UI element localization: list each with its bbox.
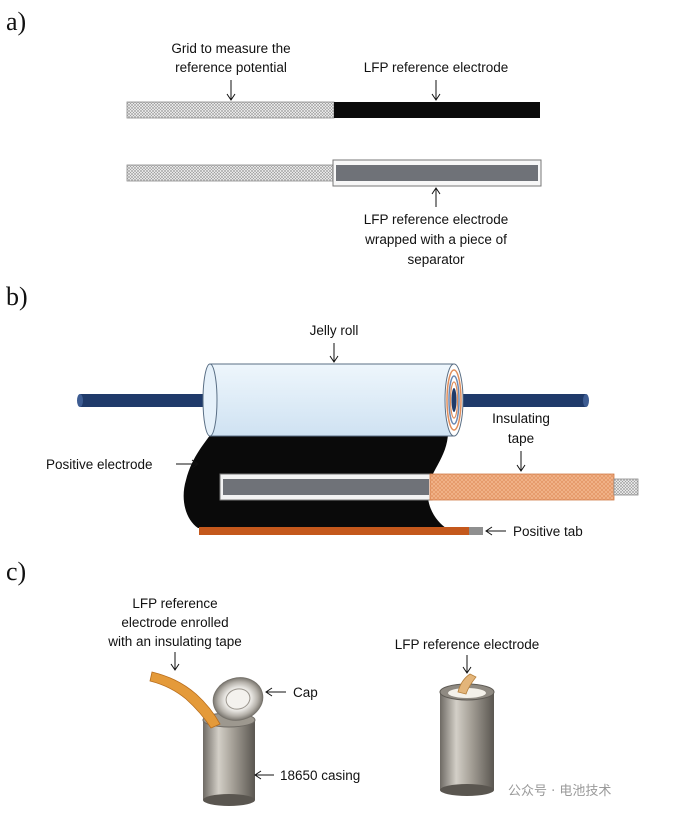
panel-a: a) Grid to measure the reference potenti… <box>6 7 542 267</box>
grid-label-arrow <box>226 80 236 101</box>
positive-tab-end <box>469 527 483 535</box>
wrapped-label-line1: LFP reference electrode <box>364 212 509 227</box>
panel-a-label: a) <box>6 7 26 36</box>
panel-b: b) Jelly roll <box>6 282 639 539</box>
lfp-electrode-label-photo: LFP reference electrode <box>395 637 540 652</box>
lfp-reference-electrode-strip <box>334 102 540 118</box>
casing-label: 18650 casing <box>280 768 360 783</box>
lfp-electrode-label: LFP reference electrode <box>364 60 509 75</box>
reference-grid-tail <box>613 478 639 496</box>
casing-arrow <box>254 770 274 780</box>
wrapped-label-line3: separator <box>407 252 465 267</box>
positive-electrode-arrow <box>176 459 199 469</box>
cell-photo-right <box>439 673 495 796</box>
enrolled-label-line3: with an insulating tape <box>107 634 242 649</box>
wrapped-electrode-core <box>336 165 538 181</box>
wrapped-label-line2: wrapped with a piece of <box>364 232 507 247</box>
enrolled-label-line1: LFP reference <box>132 596 217 611</box>
wrapped-electrode-arrow <box>431 187 441 207</box>
enrolled-label-arrow <box>170 652 180 671</box>
measurement-grid-strip <box>126 101 335 119</box>
insulating-tape-label-line2: tape <box>508 431 534 446</box>
jelly-roll-label: Jelly roll <box>310 323 359 338</box>
enrolled-label-line2: electrode enrolled <box>121 615 228 630</box>
cell-cap <box>212 677 264 721</box>
watermark: 公众号 · 电池技术 <box>508 784 611 799</box>
panel-c-label: c) <box>6 557 26 586</box>
panel-c: c) LFP reference electrode enrolled with… <box>6 557 611 806</box>
measurement-grid-strip-wrapped <box>126 164 335 182</box>
cell-photo-left <box>149 671 264 806</box>
positive-tab <box>199 527 469 535</box>
cap-label: Cap <box>293 685 318 700</box>
lfp-electrode-photo-arrow <box>462 655 472 674</box>
grid-label-line2: reference potential <box>175 60 287 75</box>
panel-b-label: b) <box>6 282 28 311</box>
positive-tab-arrow <box>485 526 506 536</box>
jelly-roll-cylinder <box>202 363 464 437</box>
positive-tab-label: Positive tab <box>513 524 583 539</box>
insulating-tape-label-line1: Insulating <box>492 411 550 426</box>
cap-arrow <box>265 687 286 697</box>
positive-electrode-label: Positive electrode <box>46 457 153 472</box>
winding-rod-right <box>455 394 589 407</box>
insulating-tape <box>429 473 615 501</box>
reference-electrode-core <box>223 479 429 495</box>
winding-rod-left <box>77 394 208 407</box>
grid-label-line1: Grid to measure the <box>171 41 290 56</box>
jelly-roll-arrow <box>329 343 339 363</box>
lfp-electrode-arrow <box>431 80 441 101</box>
insulating-tape-arrow <box>516 451 526 472</box>
